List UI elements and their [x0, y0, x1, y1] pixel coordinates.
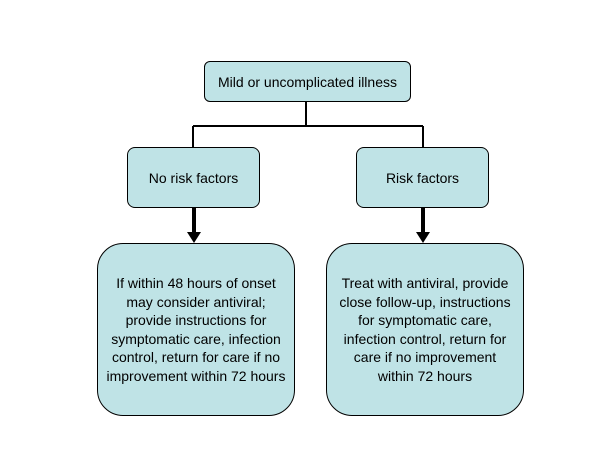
node-risk-factors: Risk factors [356, 147, 489, 208]
node-mild-illness-label: Mild or uncomplicated illness [218, 73, 397, 90]
node-risk-recommendation: Treat with antiviral, provide close foll… [326, 243, 524, 416]
arrowhead-no-risk-action [187, 232, 201, 243]
node-no-risk-recommendation-label: If within 48 hours of onset may consider… [106, 275, 286, 384]
node-no-risk-recommendation: If within 48 hours of onset may consider… [97, 243, 295, 416]
node-mild-illness: Mild or uncomplicated illness [204, 61, 411, 102]
arrowhead-risk-action [416, 232, 430, 243]
node-no-risk-factors-label: No risk factors [148, 169, 239, 186]
node-no-risk-factors: No risk factors [127, 147, 260, 208]
node-risk-factors-label: Risk factors [385, 169, 460, 186]
node-risk-recommendation-label: Treat with antiviral, provide close foll… [339, 275, 511, 384]
